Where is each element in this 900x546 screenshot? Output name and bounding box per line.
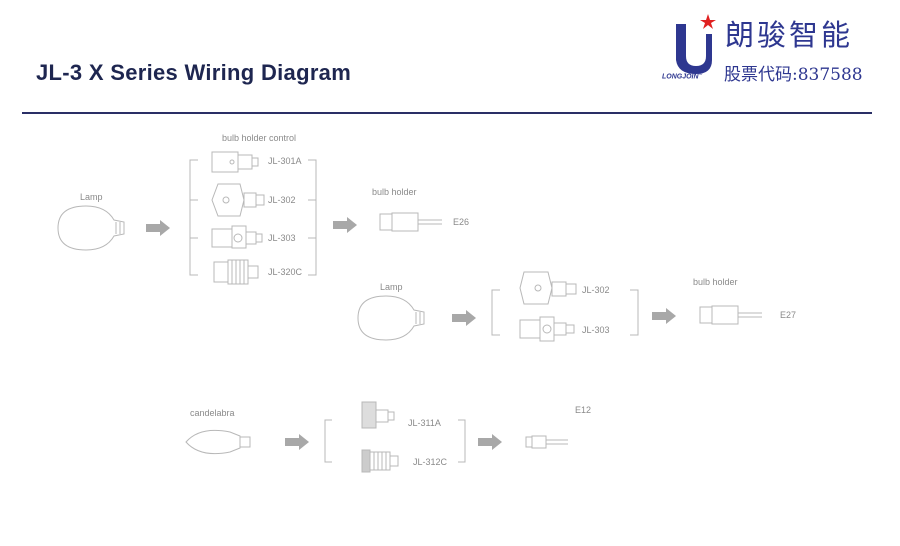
item-label: JL-301A <box>268 156 302 166</box>
bulb-holder-e12-icon <box>525 435 568 449</box>
holder-jl-302-icon <box>211 183 265 217</box>
bracket-right-3 <box>458 419 466 463</box>
item-label: JL-320C <box>268 267 303 277</box>
item-label: JL-302 <box>582 285 610 295</box>
holder-jl-320c-icon <box>213 259 259 285</box>
longjoin-logo-icon <box>676 14 716 74</box>
holder-jl-302-icon <box>519 271 577 305</box>
lamp-label-3: candelabra <box>190 408 235 418</box>
item-label: JL-312C <box>413 457 448 467</box>
page-title: JL-3 X Series Wiring Diagram <box>36 60 352 85</box>
bracket-right-2 <box>630 289 639 336</box>
logo-brand: LONGJOIN® <box>662 71 703 81</box>
holder-jl-301a-icon <box>211 151 259 173</box>
socket-label-e12: E12 <box>575 405 592 415</box>
arrow-1a <box>145 219 171 237</box>
holder-jl-303-icon <box>211 225 263 249</box>
logo-stock-code: 股票代码:837588 <box>724 65 863 85</box>
holder-jl-303-icon <box>519 316 575 342</box>
logo <box>660 8 875 88</box>
logo-company-name: 朗骏智能 <box>725 18 854 52</box>
holder-jl-311a-icon <box>361 401 395 429</box>
lamp-label-2: Lamp <box>380 282 403 292</box>
item-label: JL-302 <box>268 195 296 205</box>
arrow-3b <box>477 433 503 451</box>
socket-label-e26: E26 <box>453 217 470 227</box>
holder-label-1: bulb holder <box>372 187 417 197</box>
arrow-2a <box>451 309 477 327</box>
lamp-label-1: Lamp <box>80 192 103 202</box>
arrow-3a <box>284 433 310 451</box>
holder-jl-312c-icon <box>361 449 399 473</box>
bracket-left-1 <box>189 159 198 276</box>
item-label: JL-303 <box>268 233 296 243</box>
bracket-left-3 <box>324 419 332 463</box>
group-label-1: bulb holder control <box>222 133 297 143</box>
socket-label-e27: E27 <box>780 310 797 320</box>
holder-label-2: bulb holder <box>693 277 738 287</box>
bulb-holder-e26-icon <box>379 212 443 232</box>
item-label: JL-303 <box>582 325 610 335</box>
bracket-left-2 <box>491 289 500 336</box>
bulb-holder-e27-icon <box>699 305 763 325</box>
lamp-bulb-2 <box>357 295 425 341</box>
header-divider <box>22 112 872 114</box>
candelabra-bulb <box>185 429 251 455</box>
bracket-right-1 <box>308 159 317 276</box>
arrow-2b <box>651 307 677 325</box>
item-label: JL-311A <box>408 418 441 428</box>
arrow-1b <box>332 216 358 234</box>
lamp-bulb-1 <box>57 205 125 251</box>
